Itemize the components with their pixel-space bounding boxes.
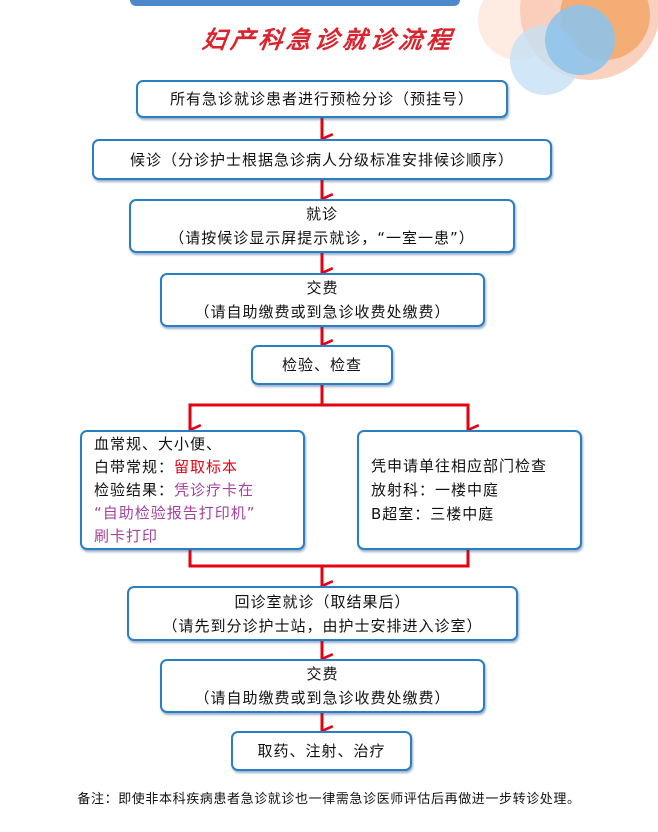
step-return: 回诊室就诊（取结果后） （请先到分诊护士站，由护士安排进入诊室）	[127, 586, 518, 641]
step-text: 所有急诊就诊患者进行预检分诊（预挂号）	[169, 90, 474, 108]
step-lab-tests: 血常规、大小便、 白带常规：留取标本 检验结果：凭诊疗卡在 “自助检验报告打印机…	[80, 430, 305, 550]
arrow-exam-to-lab	[188, 385, 324, 430]
step-visit: 就诊 （请按候诊显示屏提示就诊，“一室一患”）	[129, 199, 515, 253]
lab-line: 检验结果：凭诊疗卡在	[94, 479, 254, 502]
step-title: 交费	[306, 279, 339, 297]
merge-line	[188, 550, 470, 568]
step-detail: （请先到分诊护士站，由护士安排进入诊室）	[162, 616, 483, 635]
step-detail: （请自助缴费或到急诊收费处缴费）	[194, 303, 451, 321]
step-precheck: 所有急诊就诊患者进行预检分诊（预挂号）	[136, 80, 508, 118]
decor-circle	[545, 5, 615, 75]
arrow-exam-to-imaging	[322, 403, 468, 430]
decor-strip	[130, 0, 460, 6]
imaging-line: B超室：三楼中庭	[371, 505, 495, 523]
lab-line: 刷卡打印	[94, 526, 159, 545]
step-detail: （请按候诊显示屏提示就诊，“一室一患”）	[169, 229, 475, 247]
imaging-line: 放射科：一楼中庭	[371, 481, 500, 499]
lab-label: 白带常规：	[94, 457, 175, 476]
step-title: 回诊室就诊（取结果后）	[234, 592, 411, 611]
step-text: 候诊（分诊护士根据急诊病人分级标准安排候诊顺序）	[129, 150, 514, 169]
step-title: 交费	[306, 665, 339, 683]
lab-highlight: 留取标本	[174, 457, 239, 476]
step-text: 检验、检查	[281, 356, 362, 374]
footnote: 备注：即使非本科疾病患者急诊就诊也一律需急诊医师评估后再做进一步转诊处理。	[77, 792, 581, 807]
lab-line: 白带常规：留取标本	[94, 456, 238, 479]
step-detail: （请自助缴费或到急诊收费处缴费）	[194, 689, 451, 707]
lab-line: 血常规、大小便、	[94, 434, 223, 453]
lab-label: 检验结果：	[94, 480, 175, 499]
lab-highlight: 凭诊疗卡在	[174, 480, 255, 499]
step-text: 取药、注射、治疗	[257, 742, 386, 760]
step-pay-second: 交费 （请自助缴费或到急诊收费处缴费）	[160, 659, 485, 713]
step-imaging: 凭申请单往相应部门检查 放射科：一楼中庭 B超室：三楼中庭	[357, 430, 582, 550]
step-exam: 检验、检查	[251, 345, 393, 385]
imaging-line: 凭申请单往相应部门检查	[371, 457, 548, 475]
lab-line: “自助检验报告打印机”	[94, 503, 256, 522]
step-treatment: 取药、注射、治疗	[231, 731, 412, 771]
step-title: 就诊	[305, 205, 338, 223]
step-wait: 候诊（分诊护士根据急诊病人分级标准安排候诊顺序）	[92, 139, 552, 180]
step-pay-first: 交费 （请自助缴费或到急诊收费处缴费）	[160, 273, 485, 327]
